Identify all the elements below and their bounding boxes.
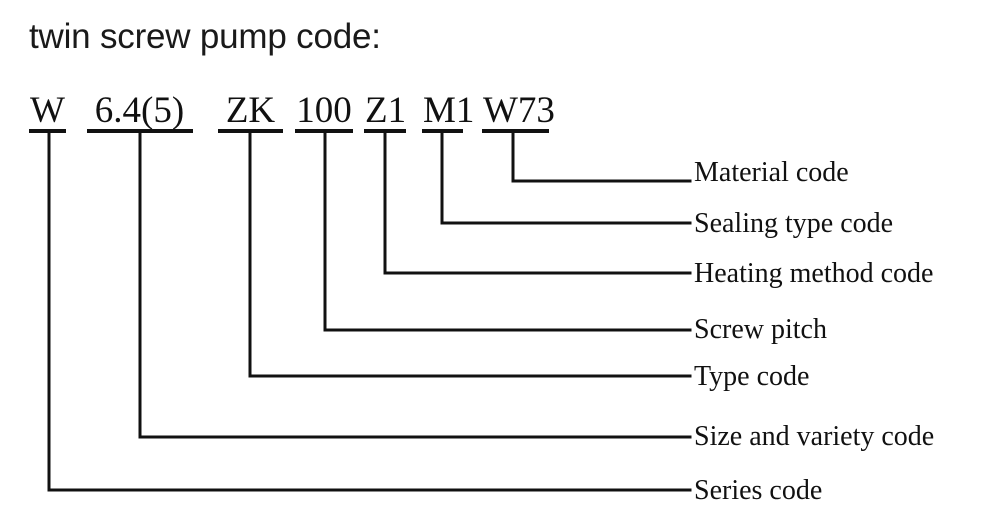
code-segment-pitch: 100 [296,90,352,131]
callout-series [47,129,692,492]
code-segment-material: W73 [483,90,555,131]
label-material-code: Material code [694,157,849,188]
callout-pitch [323,129,692,332]
label-screw-pitch: Screw pitch [694,314,827,345]
code-segment-heating: Z1 [365,90,407,131]
label-heating-method-code: Heating method code [694,258,934,289]
callout-material [511,129,692,183]
callout-heating [383,129,692,275]
code-segment-series: W [30,90,65,131]
label-series-code: Series code [694,475,823,506]
callout-sealing [440,129,692,225]
label-type-code: Type code [694,361,810,392]
label-size-variety-code: Size and variety code [694,421,935,452]
page-title: twin screw pump code: [29,17,381,56]
label-sealing-type-code: Sealing type code [694,208,894,239]
code-segment-type: ZK [225,90,276,131]
callout-type [248,129,692,378]
code-segment-size: 6.4(5) [94,90,185,131]
callout-size [138,129,692,439]
